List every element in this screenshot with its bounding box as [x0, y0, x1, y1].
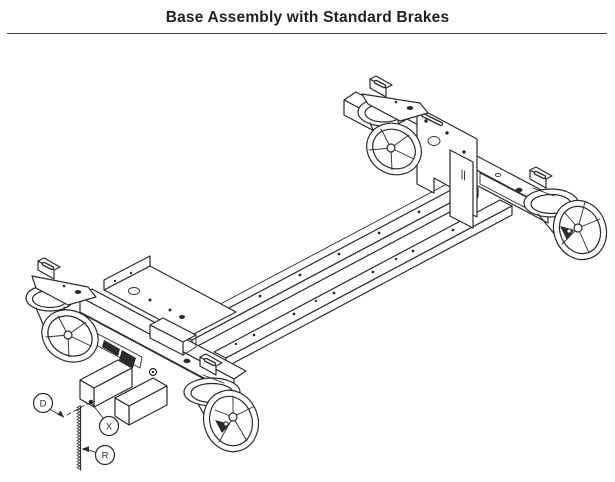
head-riser-plate [449, 149, 474, 229]
callout-d-leader [49, 409, 60, 415]
brake-bracket [31, 275, 97, 306]
brake-pedal [37, 257, 61, 280]
head-riser-slot [461, 169, 465, 181]
callout-r-label: R [102, 451, 109, 462]
wheel-spokes [368, 128, 415, 171]
head-beam-hole [515, 187, 523, 193]
foot-stub-tube-right [114, 377, 168, 426]
callout-d-label: D [40, 399, 47, 410]
title-underline [7, 33, 607, 34]
callout-x-leader [92, 404, 104, 419]
brake-pedal [369, 75, 393, 98]
caster-foot-left [25, 257, 99, 363]
rail-rivet-holes [218, 210, 455, 346]
dimension-dash-line [66, 403, 89, 416]
head-step-bracket [479, 172, 529, 210]
foot-channel-bracket [149, 317, 197, 356]
wheel-hub [386, 143, 396, 153]
brake-bracket [361, 93, 429, 122]
wheel-hub [573, 223, 583, 233]
wheel-spokes [561, 201, 601, 254]
wheel-hub [228, 412, 238, 422]
callout-r-leader [88, 449, 97, 453]
frame-rail-upper-side [191, 187, 479, 350]
callout-r-bubble [94, 444, 116, 466]
wheel-spokes [45, 315, 92, 358]
callout-r-arrowhead [81, 446, 89, 452]
frame-rails [174, 175, 513, 368]
rail-back-edge [174, 175, 463, 329]
wheel-hub [63, 330, 73, 340]
caster-head-right [523, 166, 608, 261]
wheel-spokes [214, 395, 254, 443]
callouts: D X R [32, 392, 120, 471]
callout-x-bubble [98, 415, 120, 437]
ratchet-strip-teeth [76, 405, 81, 470]
brake-pedal [199, 353, 225, 384]
callout-x-label: X [106, 422, 113, 433]
caster-head-left [357, 75, 429, 176]
callout-d-arrowhead [57, 410, 65, 418]
caster-foot-right [183, 353, 260, 453]
brake-pedal [529, 166, 555, 197]
callout-d-bubble [32, 392, 54, 414]
anchor-dot [88, 399, 94, 405]
page-title: Base Assembly with Standard Brakes [165, 9, 450, 26]
